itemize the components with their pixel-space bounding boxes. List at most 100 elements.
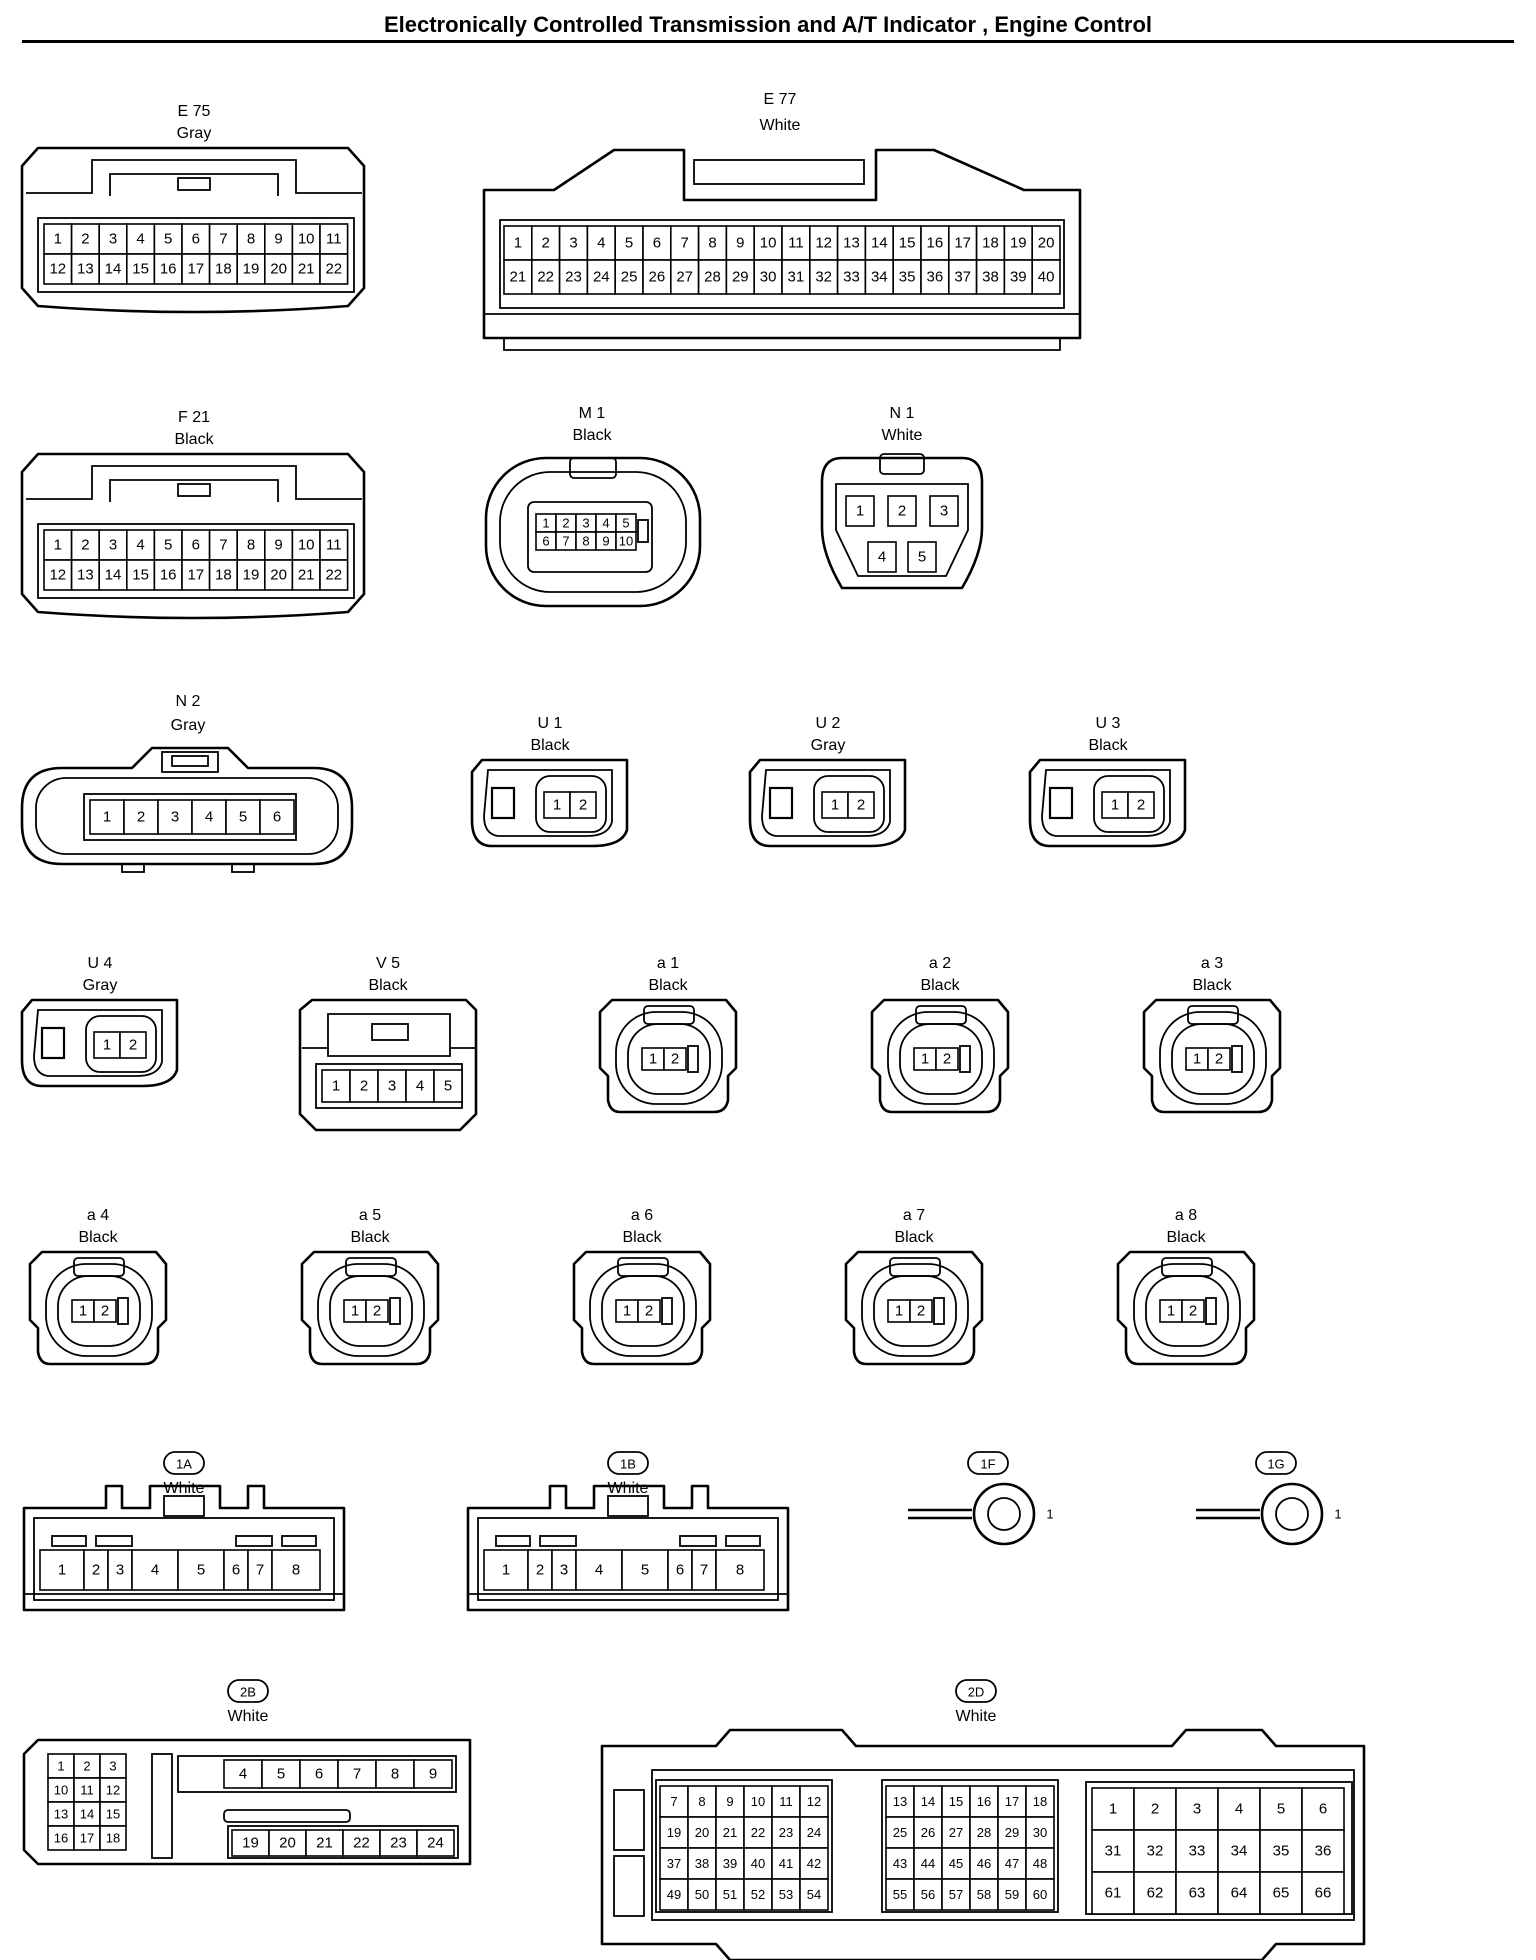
pin-cell [1259,1871,1303,1915]
pin-number: 41 [779,1856,793,1871]
pin-number: 2 [542,235,550,252]
pin-number: 9 [602,534,609,549]
pin-cell [527,1549,553,1591]
pin-number: 14 [871,235,888,252]
pin-number: 12 [49,261,66,278]
pin-number: 7 [562,534,569,549]
connector-color: Black [78,1229,118,1246]
pin-number: 12 [49,567,66,584]
pin-cell [47,1801,75,1827]
pin-number: 8 [247,231,255,248]
pin-number: 5 [197,1562,205,1579]
pin-number: 29 [1005,1825,1019,1840]
pin-number: 6 [273,809,281,826]
pin-number: 36 [1315,1843,1332,1860]
pin-number: 2 [943,1051,951,1068]
connector-color: Gray [171,717,206,734]
pin-number: 31 [1105,1843,1122,1860]
pin-cell [1025,1847,1055,1880]
pin-number: 2 [579,797,587,814]
pin-number: 18 [215,261,232,278]
connector-1f: 1F1 [908,1451,1054,1546]
pin-number: 4 [878,549,886,566]
pin-cell [885,1847,915,1880]
connector-color: Black [920,977,960,994]
pin-number: 5 [641,1562,649,1579]
pin-cell [845,495,875,527]
pin-number: 9 [429,1766,437,1783]
pin-cell [261,1759,301,1789]
pin-cell [259,799,295,835]
connector-color: Gray [811,737,846,754]
pin-number: 14 [921,1794,935,1809]
connector-id: a 2 [929,955,951,972]
pin-number: 7 [353,1766,361,1783]
connector-color: Black [368,977,408,994]
pin-cell [887,495,917,527]
pin-number: 58 [977,1887,991,1902]
pin-number: 1 [514,235,522,252]
connector-id-badge [967,1451,1009,1475]
pin-number: 66 [1315,1885,1332,1902]
title-rule [22,40,1514,43]
pin-cell [920,259,950,295]
pin-number: 22 [325,261,342,278]
connector-color: Gray [83,977,118,994]
pin-number: 19 [667,1825,681,1840]
pin-cell [909,1299,933,1323]
pin-number: 2 [857,797,865,814]
pin-number: 1 [542,516,549,531]
pin-number: 14 [105,567,122,584]
pin-number: 16 [160,261,177,278]
pin-number: 22 [537,269,554,286]
pin-cell [191,799,227,835]
pin-number: 2 [1151,1801,1159,1818]
pin-number: 4 [136,231,144,248]
pin-number: 38 [695,1856,709,1871]
pin-number: 4 [595,1562,603,1579]
pin-number: 12 [106,1783,120,1798]
pin-number: 4 [1235,1801,1243,1818]
pin-number: 17 [187,567,204,584]
pin-cell [157,799,193,835]
pin-number: 5 [1277,1801,1285,1818]
pin-number: 52 [751,1887,765,1902]
connector-id: 1G [1267,1457,1284,1472]
pin-number: 1 [1167,1303,1175,1320]
pin-cell [697,259,728,295]
pin-cell [153,559,183,591]
pin-number: 65 [1273,1885,1290,1902]
pin-number: 10 [54,1783,68,1798]
connector-id: F 21 [178,409,210,426]
pin-number: 3 [109,1759,116,1774]
pin-number: 4 [205,809,213,826]
connector-color: Black [530,737,570,754]
pin-number: 1 [921,1051,929,1068]
pin-number: 11 [788,235,804,252]
pin-number: 40 [751,1856,765,1871]
pin-number: 18 [106,1831,120,1846]
pin-number: 2 [81,231,89,248]
pin-cell [997,1878,1027,1911]
pin-number: 54 [807,1887,821,1902]
pin-number: 64 [1231,1885,1248,1902]
pin-number: 26 [921,1825,935,1840]
pin-number: 1 [1111,797,1119,814]
connector-1g: 1G1 [1196,1451,1342,1546]
pin-cell [1133,1871,1177,1915]
connector-color: White [760,117,801,134]
pin-number: 28 [977,1825,991,1840]
pin-number: 1 [649,1051,657,1068]
pin-number: 4 [239,1766,247,1783]
pin-number: 29 [732,269,749,286]
pin-cell [885,1878,915,1911]
pin-cell [1031,259,1061,295]
pin-cell [405,1069,435,1103]
pin-number: 6 [315,1766,323,1783]
pin-number: 15 [899,235,916,252]
pin-number: 20 [279,1835,296,1852]
